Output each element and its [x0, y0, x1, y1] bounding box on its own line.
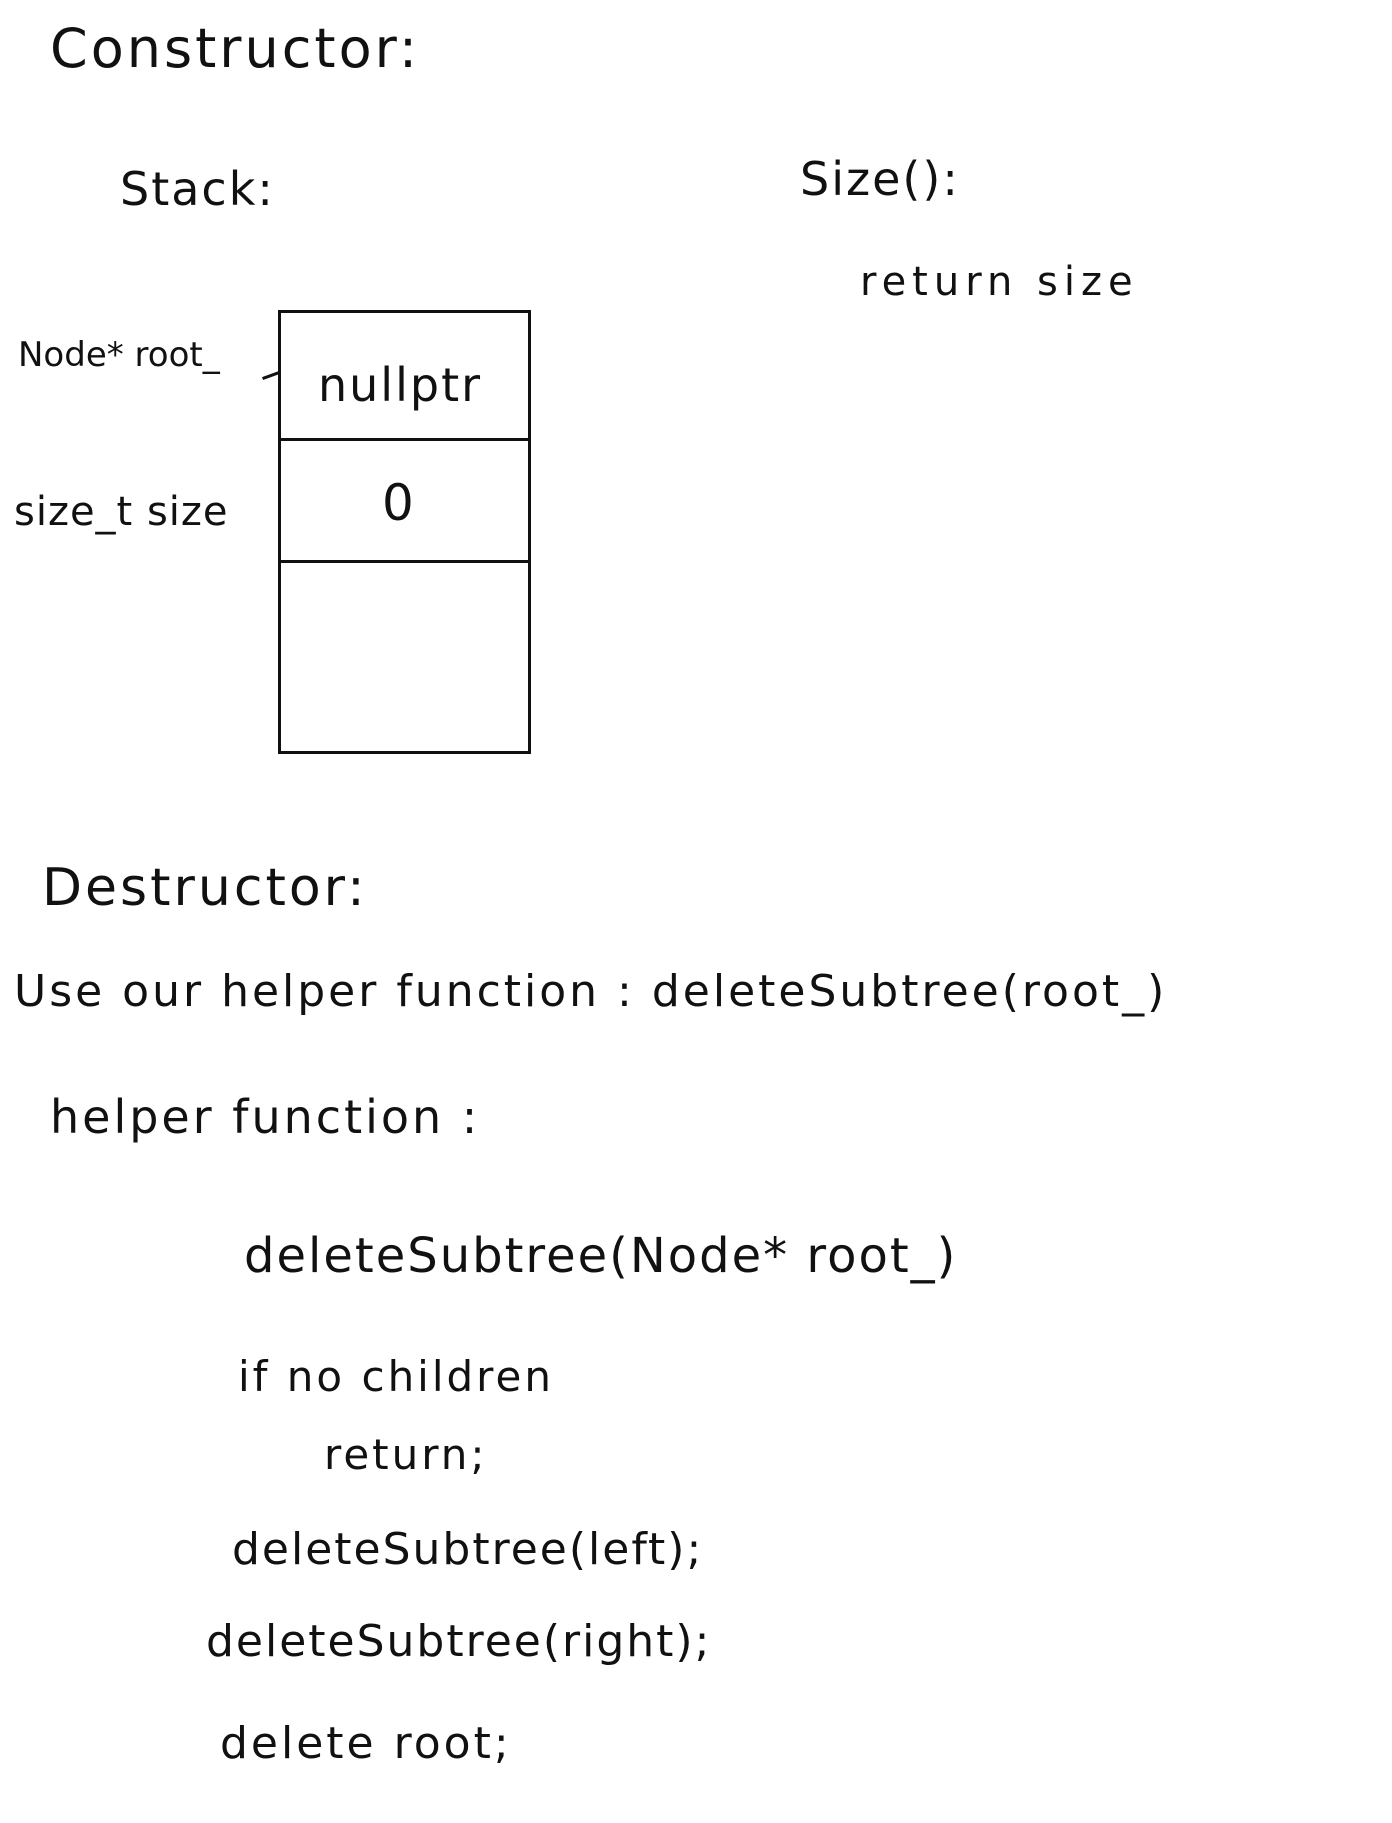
root-member-value: nullptr — [318, 358, 483, 412]
stack-frame-box — [278, 310, 531, 754]
size-function-heading: Size(): — [800, 152, 960, 206]
helper-function-heading: helper function : — [50, 1090, 481, 1144]
helper-code-line: deleteSubtree(right); — [206, 1616, 712, 1667]
size-member-label: size_t size — [14, 489, 229, 535]
stack-row-divider — [278, 438, 531, 441]
stack-row-divider — [278, 560, 531, 563]
root-member-label: Node* root_ — [18, 335, 220, 375]
helper-code-line: if no children — [238, 1352, 554, 1401]
constructor-heading: Constructor: — [50, 17, 421, 80]
helper-code-line: return; — [324, 1430, 488, 1479]
size-function-body: return size — [860, 259, 1139, 305]
size-member-value: 0 — [382, 474, 416, 532]
helper-code-line: delete root; — [220, 1718, 512, 1769]
destructor-note: Use our helper function : deleteSubtree(… — [14, 966, 1168, 1017]
stack-label: Stack: — [120, 162, 275, 216]
helper-signature: deleteSubtree(Node* root_) — [244, 1228, 958, 1284]
helper-code-line: deleteSubtree(left); — [232, 1524, 704, 1575]
destructor-heading: Destructor: — [42, 858, 368, 918]
